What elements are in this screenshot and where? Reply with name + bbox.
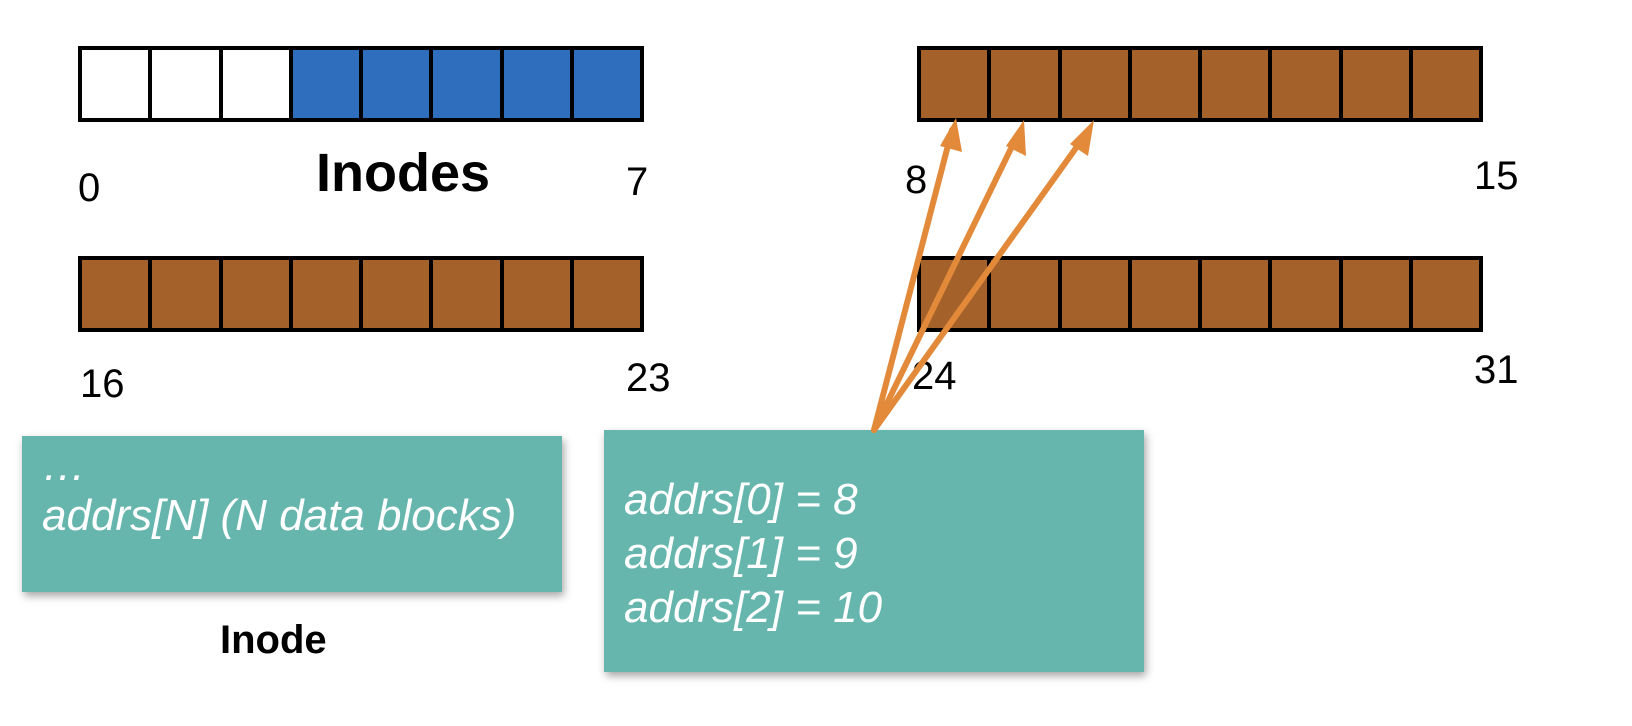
block-0-free — [82, 50, 153, 118]
inodes-title: Inodes — [316, 143, 491, 203]
block-2-free — [222, 50, 293, 118]
block-22 — [503, 260, 574, 328]
block-17 — [152, 260, 223, 328]
block-3-inode — [292, 50, 363, 118]
block-label-8: 8 — [905, 158, 928, 202]
block-16 — [82, 260, 153, 328]
block-29 — [1272, 260, 1343, 328]
block-1-free — [152, 50, 223, 118]
block-30 — [1342, 260, 1413, 328]
block-19 — [292, 260, 363, 328]
block-25 — [991, 260, 1062, 328]
block-5-inode — [433, 50, 504, 118]
data-block-row-16-23 — [78, 256, 644, 332]
block-label-31: 31 — [1474, 348, 1519, 392]
addrs-line-0: addrs[0] = 8 — [624, 475, 858, 524]
inode-box-ellipsis: … — [42, 441, 86, 490]
block-label-7: 7 — [626, 160, 649, 204]
arrow-to-block-10 — [871, 131, 1089, 433]
arrowhead-block-10 — [1070, 120, 1094, 156]
inode-caption: Inode — [220, 618, 327, 662]
addrs-box: addrs[0] = 8 addrs[1] = 9 addrs[2] = 10 — [604, 430, 1144, 672]
arrowhead-block-8 — [940, 118, 962, 152]
block-8 — [921, 50, 992, 118]
block-12 — [1202, 50, 1273, 118]
addrs-line-2: addrs[2] = 10 — [624, 583, 883, 632]
block-6-inode — [503, 50, 574, 118]
block-31 — [1412, 260, 1479, 328]
block-4-inode — [363, 50, 434, 118]
block-27 — [1131, 260, 1202, 328]
block-28 — [1202, 260, 1273, 328]
addrs-line-1: addrs[1] = 9 — [624, 529, 858, 578]
inode-box-addrs: addrs[N] (N data blocks) — [42, 491, 517, 540]
arrow-to-block-8 — [871, 127, 955, 433]
block-14 — [1342, 50, 1413, 118]
block-label-0: 0 — [78, 166, 101, 210]
block-label-16: 16 — [80, 362, 125, 406]
block-label-23: 23 — [626, 356, 671, 400]
block-9 — [991, 50, 1062, 118]
data-block-row-8-15 — [917, 46, 1483, 122]
block-7-inode — [573, 50, 640, 118]
block-23 — [573, 260, 640, 328]
arrowhead-block-9 — [1006, 120, 1026, 156]
block-20 — [363, 260, 434, 328]
inode-block-row — [78, 46, 644, 122]
block-26 — [1061, 260, 1132, 328]
block-15 — [1412, 50, 1479, 118]
block-label-15: 15 — [1474, 154, 1519, 198]
arrow-to-block-9 — [871, 131, 1021, 433]
block-10 — [1061, 50, 1132, 118]
block-21 — [433, 260, 504, 328]
block-18 — [222, 260, 293, 328]
block-13 — [1272, 50, 1343, 118]
block-11 — [1131, 50, 1202, 118]
inode-box: … addrs[N] (N data blocks) — [22, 436, 562, 592]
